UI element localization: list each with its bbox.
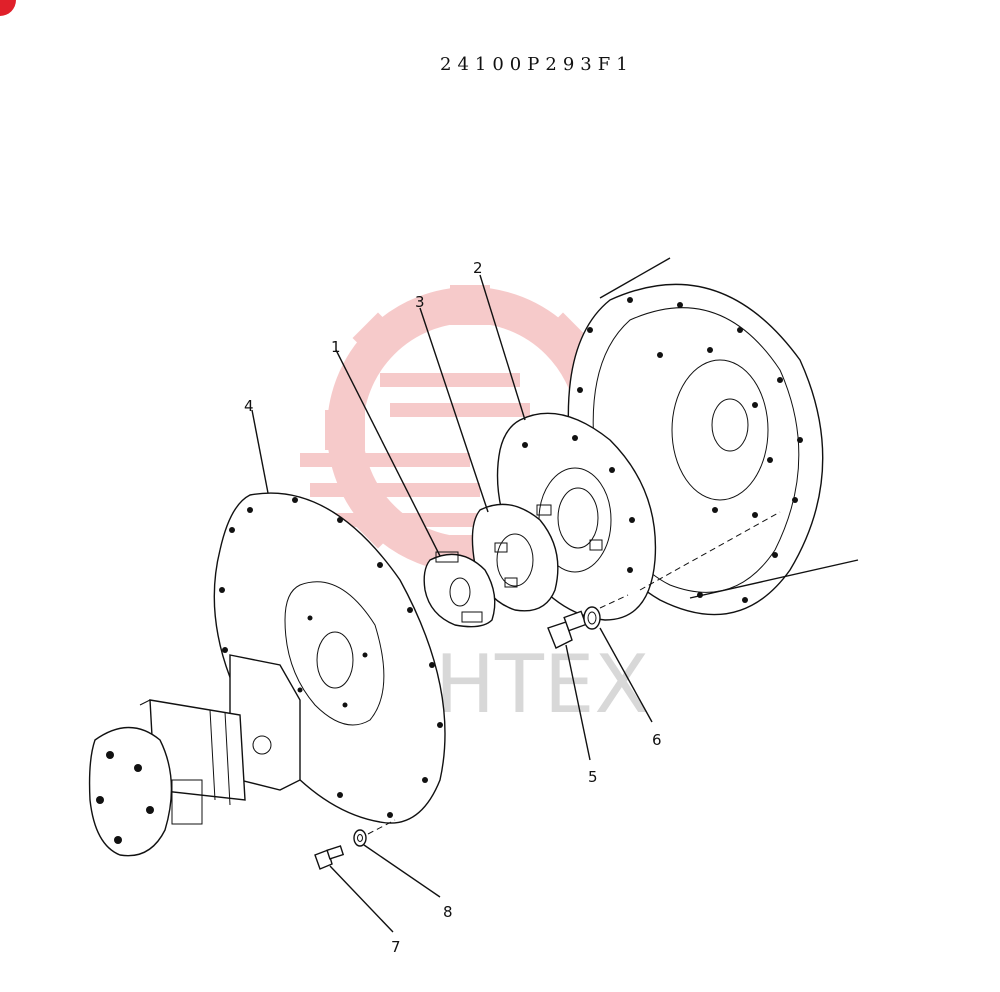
part-5-bolt — [547, 610, 587, 649]
callout-2: 2 — [473, 259, 483, 277]
callout-4: 4 — [244, 397, 254, 415]
leader-4 — [251, 409, 269, 494]
callout-7: 7 — [391, 938, 401, 956]
callout-5: 5 — [588, 768, 598, 786]
hydraulic-pump — [88, 654, 301, 857]
corner-badge-icon — [0, 0, 16, 16]
leader-3 — [419, 307, 489, 513]
callout-1: 1 — [331, 338, 341, 356]
leader-8 — [363, 844, 441, 898]
callout-6: 6 — [652, 731, 662, 749]
drawing-code: 24100P293F1 — [440, 54, 634, 75]
part-6-washer — [583, 606, 601, 630]
leader-6 — [599, 627, 653, 723]
callout-3: 3 — [415, 293, 425, 311]
callout-8: 8 — [443, 903, 453, 921]
leader-7 — [329, 865, 394, 933]
part-8-washer — [353, 829, 367, 847]
part-1-coupling — [423, 551, 496, 628]
leader-1 — [335, 349, 441, 557]
leader-2 — [479, 274, 526, 421]
part-7-bolt — [314, 845, 345, 870]
leader-5 — [565, 644, 591, 761]
